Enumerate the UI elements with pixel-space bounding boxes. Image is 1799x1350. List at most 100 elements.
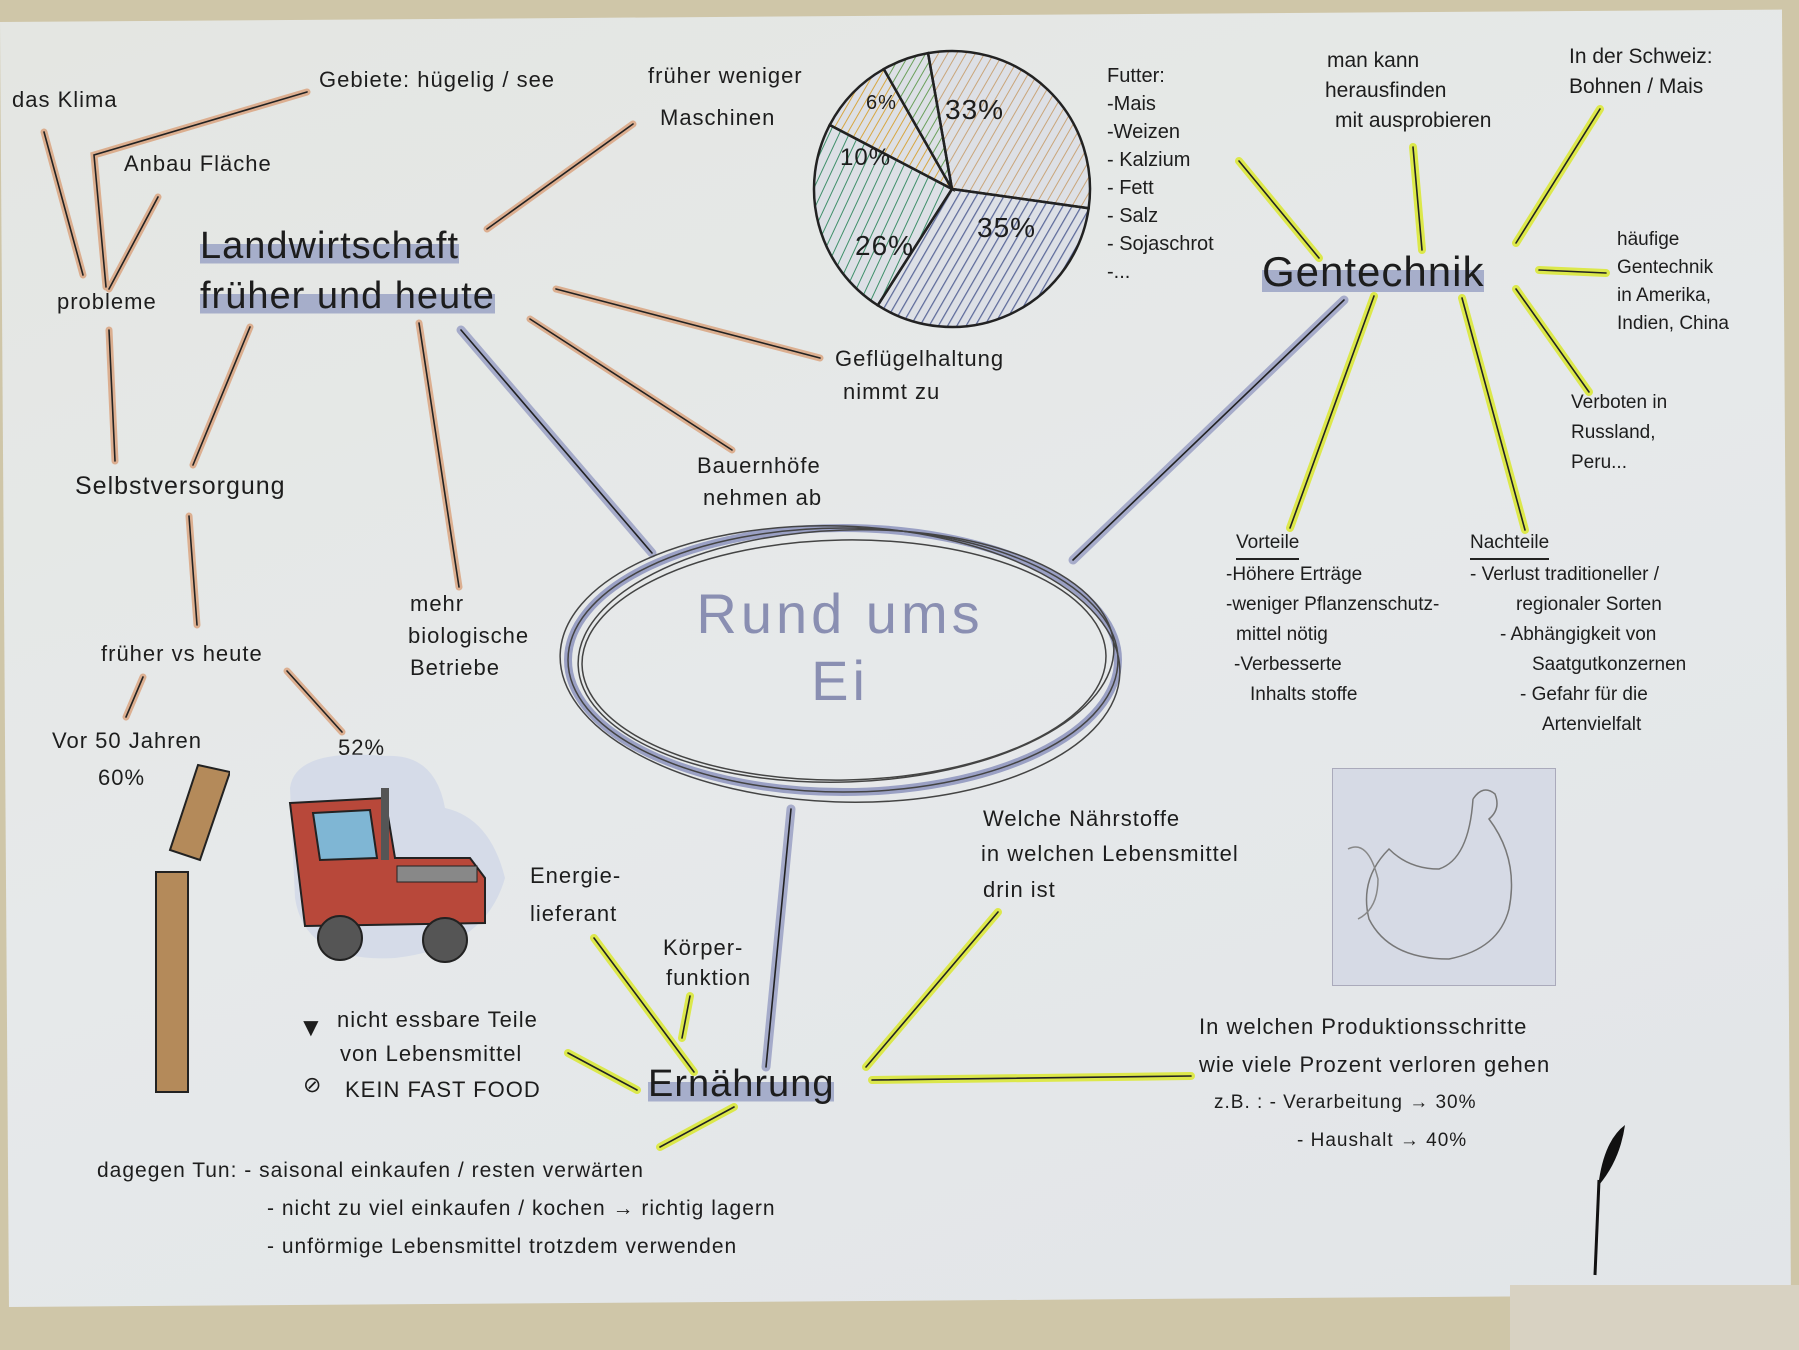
futter-item: - Salz	[1107, 205, 1159, 227]
vorteil-item: -weniger Pflanzenschutz-	[1226, 594, 1440, 615]
line: herausfinden	[1325, 79, 1447, 102]
line: mit ausprobieren	[1335, 109, 1492, 132]
text-bio-3: Betriebe	[410, 655, 500, 680]
text-frueher-vs-heute: früher vs heute	[101, 641, 263, 666]
topic-gentechnik: Gentechnik	[1262, 245, 1485, 300]
futter-item: - Sojaschrot	[1107, 233, 1214, 255]
line: wie viele Prozent verloren gehen	[1199, 1052, 1551, 1077]
text-selbstversorgung: Selbstversorgung	[75, 472, 286, 500]
text-bauernhoefe-1: Bauernhöfe	[697, 453, 821, 478]
topic-landwirtschaft-2: früher und heute	[200, 272, 495, 322]
vorteil-item: -Verbesserte	[1234, 654, 1342, 675]
text-gefluegel-1: Geflügelhaltung	[835, 346, 1005, 371]
warning-icon: ▼	[298, 1012, 324, 1042]
pie-label-33: 33%	[945, 94, 1005, 125]
wheat-drawing	[1593, 1125, 1625, 1276]
line: in Amerika,	[1617, 285, 1711, 306]
topic-ernaehrung: Ernährung	[648, 1060, 835, 1110]
pie-slice-6pct	[882, 51, 954, 190]
text-klima: das Klima	[12, 87, 118, 112]
nachteil-item: regionaler Sorten	[1516, 594, 1662, 615]
futter-item: -Mais	[1107, 93, 1156, 115]
line: Russland,	[1571, 422, 1656, 443]
futter-item: -Weizen	[1107, 121, 1180, 143]
line: dagegen Tun: - saisonal einkaufen / rest…	[97, 1159, 644, 1182]
text-nicht-essbar-1: nicht essbare Teile	[337, 1007, 538, 1032]
line: man kann	[1327, 49, 1420, 72]
pie-slice-26pct	[812, 123, 954, 308]
vorteil-item: Inhalts stoffe	[1250, 684, 1358, 705]
central-topic-line2: Ei	[811, 649, 869, 713]
line: In welchen Produktionsschritte	[1199, 1014, 1528, 1039]
pie-chart	[812, 49, 1092, 329]
pie-slice-10pct	[828, 67, 956, 193]
text-herausfinden: man kann herausfinden mit ausprobieren	[1325, 46, 1491, 136]
text-maschinen-1: früher weniger	[648, 63, 803, 88]
nachteile-title: Nachteile	[1470, 528, 1550, 560]
no-fastfood-icon: ⊘	[303, 1072, 322, 1097]
text-energie-1: Energie-	[530, 863, 622, 888]
text-anbau: Anbau Fläche	[124, 151, 272, 176]
line: Verboten in	[1571, 392, 1668, 413]
pie-label-6: 6%	[866, 92, 897, 114]
topic-landwirtschaft-1: Landwirtschaft	[200, 222, 460, 272]
line: häufige	[1617, 229, 1680, 250]
text-pct60: 60%	[98, 765, 146, 790]
line: - Haushalt → 40%	[1297, 1130, 1468, 1151]
text-bauernhoefe-2: nehmen ab	[703, 485, 823, 510]
chicken-sketch	[1332, 768, 1556, 986]
text-energie-2: lieferant	[530, 901, 618, 926]
vorteil-item: mittel nötig	[1236, 624, 1328, 645]
text-koerper-2: funktion	[666, 965, 752, 990]
text-haeufig: häufige Gentechnik in Amerika, Indien, C…	[1617, 226, 1729, 338]
line: Indien, China	[1617, 313, 1729, 334]
nachteil-item: - Gefahr für die	[1520, 684, 1648, 705]
text-verboten: Verboten in Russland, Peru...	[1571, 388, 1667, 478]
text-maschinen-2: Maschinen	[660, 105, 776, 130]
text-dagegen: dagegen Tun: - saisonal einkaufen / rest…	[97, 1152, 776, 1266]
line: - unförmige Lebensmittel trotzdem verwen…	[267, 1235, 738, 1258]
central-topic: Rund ums Ei	[640, 580, 1040, 714]
line: z.B. : - Verarbeitung → 30%	[1214, 1092, 1477, 1113]
nachteil-item: Artenvielfalt	[1542, 714, 1642, 735]
futter-list: Futter: -Mais -Weizen - Kalzium - Fett -…	[1107, 62, 1214, 286]
pie-label-10: 10%	[840, 144, 892, 171]
text-bio-2: biologische	[408, 623, 530, 648]
vorteile-title: Vorteile	[1236, 528, 1300, 560]
vorteile-list: Vorteile -Höhere Erträge -weniger Pflanz…	[1226, 528, 1439, 710]
nachteile-list: Nachteile - Verlust traditioneller / reg…	[1470, 528, 1686, 740]
text-gebiete: Gebiete: hügelig / see	[319, 67, 556, 92]
tractor-drawing	[288, 754, 505, 963]
futter-title: Futter:	[1107, 65, 1165, 87]
text-vor50: Vor 50 Jahren	[52, 728, 202, 753]
text-produktion: In welchen Produktionsschritte wie viele…	[1199, 1008, 1550, 1160]
text-naehrstoffe-2: in welchen Lebensmittel	[981, 841, 1239, 866]
text-bio-1: mehr	[410, 591, 465, 616]
nachteil-item: - Abhängigkeit von	[1500, 624, 1657, 645]
line: - nicht zu viel einkaufen / kochen → ric…	[267, 1197, 776, 1220]
line: Bohnen / Mais	[1569, 75, 1704, 98]
line: Gentechnik	[1617, 257, 1714, 278]
text-nicht-essbar-2: von Lebensmittel	[340, 1041, 523, 1066]
central-topic-line1: Rund ums	[696, 582, 984, 645]
text-fastfood: KEIN FAST FOOD	[345, 1077, 541, 1102]
line: Peru...	[1571, 452, 1627, 473]
text-naehrstoffe-3: drin ist	[983, 877, 1056, 902]
pie-label-26: 26%	[855, 230, 915, 261]
vorteil-item: -Höhere Erträge	[1226, 564, 1363, 585]
text-naehrstoffe-1: Welche Nährstoffe	[983, 806, 1181, 831]
text-gefluegel-2: nimmt zu	[843, 379, 941, 404]
desk-surface	[1510, 1285, 1799, 1350]
nachteil-item: Saatgutkonzernen	[1532, 654, 1687, 675]
nachteil-item: - Verlust traditioneller /	[1470, 564, 1660, 585]
pie-slice-33pct	[926, 49, 1092, 210]
text-koerper-1: Körper-	[663, 935, 744, 960]
pie-label-35: 35%	[977, 212, 1037, 243]
futter-item: -...	[1107, 261, 1131, 283]
text-schweiz: In der Schweiz: Bohnen / Mais	[1569, 42, 1713, 102]
futter-item: - Fett	[1107, 177, 1154, 199]
futter-item: - Kalzium	[1107, 149, 1191, 171]
pencil-drawing	[155, 763, 230, 1093]
line: In der Schweiz:	[1569, 45, 1713, 68]
